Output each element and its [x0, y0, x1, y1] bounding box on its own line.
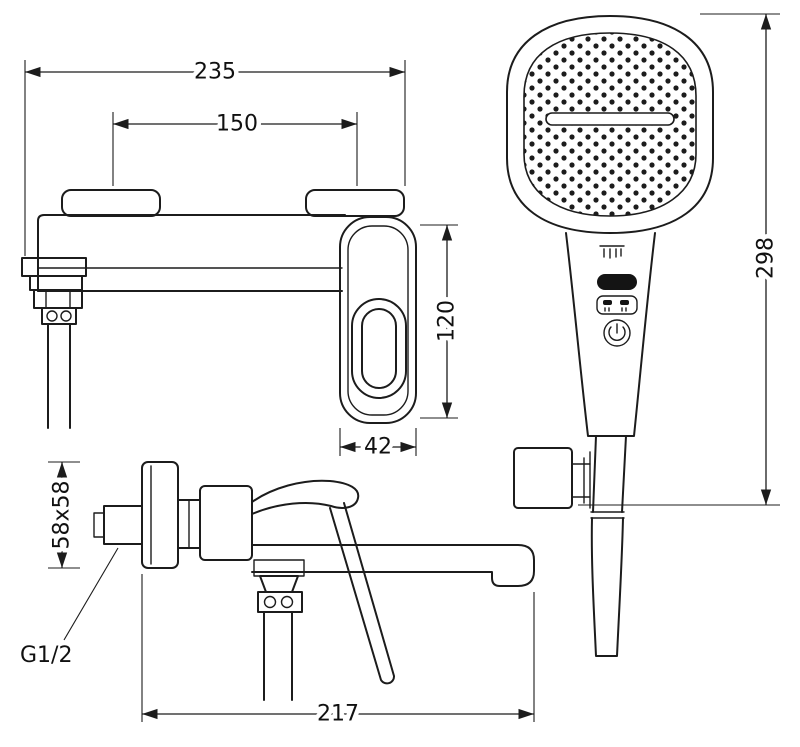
power-icon [608, 323, 626, 341]
mode-buttons[interactable] [596, 295, 638, 315]
dim-label-body-height: 120 [435, 300, 460, 342]
dim-flange-size: 58x58 [45, 461, 80, 569]
dim-spout-projection: 217 [141, 574, 535, 731]
thread-label: G1/2 [20, 643, 72, 668]
power-button[interactable] [603, 319, 631, 347]
dim-label-body-width: 42 [364, 435, 392, 460]
diverter-base [253, 559, 305, 577]
dim-label-spout-projection: 217 [317, 702, 359, 727]
waterfall-slot [545, 112, 675, 126]
thread-leader-line [63, 547, 119, 641]
wall-flange [141, 461, 179, 569]
lever-handle [329, 502, 395, 685]
hose-coupler [41, 307, 77, 325]
handle-ring-inner [361, 308, 397, 389]
inlet-nipple [103, 505, 143, 545]
thread-callout: G1/2 [17, 547, 119, 671]
dim-mount-centers: 150 [112, 107, 358, 186]
dim-label-mount-centers: 150 [216, 112, 258, 137]
dim-label-flange-size: 58x58 [50, 480, 75, 549]
dim-label-overall-width: 235 [194, 60, 236, 85]
wall-elbow-flange [513, 447, 573, 509]
outlet-nut [33, 289, 83, 309]
dim-overall-width: 235 [24, 55, 406, 256]
mixer-front-view [21, 189, 417, 429]
hose-lower [590, 517, 624, 657]
diverter-nut [257, 591, 303, 613]
mixer-side-view [93, 461, 535, 701]
spray-mode-icon [599, 245, 625, 259]
left-escutcheon [61, 189, 161, 217]
handle-body-outer [339, 216, 417, 424]
dim-shower-length: 298 [578, 13, 783, 506]
valve-body [199, 485, 253, 561]
lever-pivot [251, 479, 360, 515]
right-escutcheon [305, 189, 405, 217]
spout [251, 544, 535, 587]
shower-handle [565, 232, 656, 437]
hose-upper [592, 435, 627, 513]
front-hose [47, 323, 71, 429]
outlet-flange [21, 257, 87, 277]
hand-shower-view [506, 15, 714, 657]
shower-head-outline [506, 15, 714, 234]
display-pill [597, 274, 637, 290]
side-hose [263, 611, 293, 701]
diverter-cone [259, 575, 299, 593]
mixer-bar-top [37, 214, 346, 292]
handle-ring-outer [351, 298, 407, 399]
handle-body-inner [347, 225, 409, 416]
dim-body-height: 120 [420, 224, 464, 419]
dim-body-width: 42 [339, 428, 417, 464]
dim-label-shower-length: 298 [754, 237, 779, 279]
